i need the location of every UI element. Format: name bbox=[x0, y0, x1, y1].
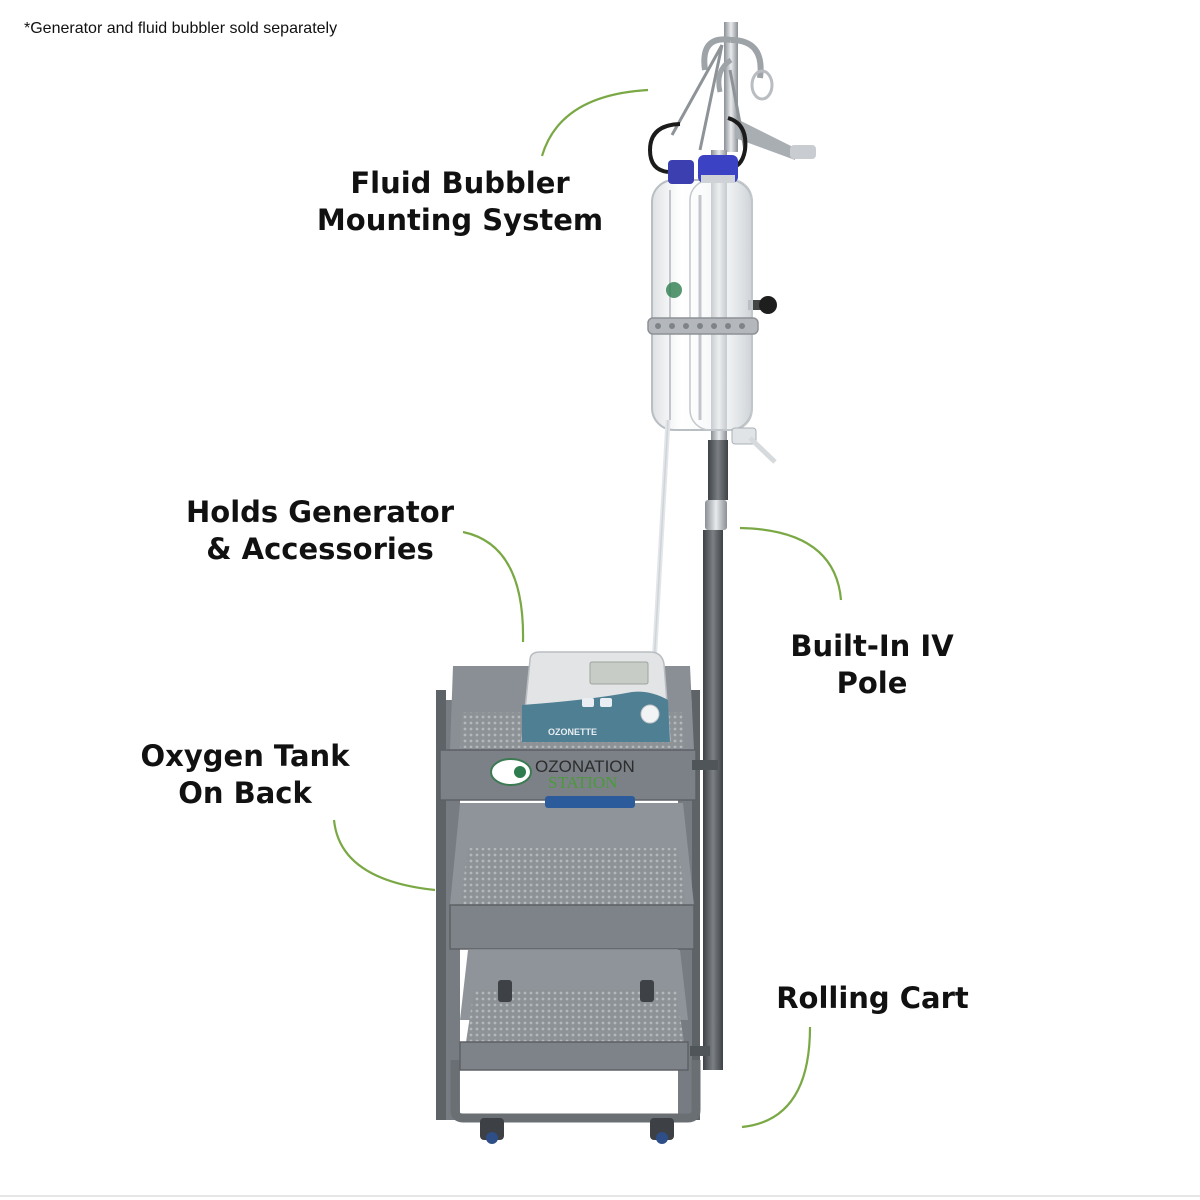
curve-pole bbox=[739, 526, 843, 601]
label-oxygen-tank: Oxygen Tank On Back bbox=[130, 738, 360, 812]
curve-bubbler bbox=[540, 88, 649, 157]
cart-sign-top: OZONATION bbox=[535, 757, 635, 776]
cart-sign-bottom: STATION bbox=[548, 773, 617, 792]
label-iv-pole: Built-In IV Pole bbox=[772, 628, 972, 702]
fluid-bubbler bbox=[647, 155, 777, 464]
generator-name: OZONETTE bbox=[548, 727, 597, 737]
label-rolling-cart: Rolling Cart bbox=[770, 980, 975, 1017]
label-oxygen-tank-line2: On Back bbox=[178, 776, 312, 810]
label-fluid-bubbler-line2: Mounting System bbox=[316, 203, 604, 237]
label-iv-pole-line1: Built-In IV bbox=[790, 629, 954, 663]
label-rolling-cart-line1: Rolling Cart bbox=[776, 981, 969, 1015]
label-iv-pole-line2: Pole bbox=[836, 666, 908, 700]
curve-generator bbox=[462, 530, 525, 643]
label-fluid-bubbler: Fluid Bubbler Mounting System bbox=[315, 165, 605, 239]
ozone-generator: OZONETTE bbox=[521, 651, 671, 742]
bottom-divider bbox=[0, 1195, 1200, 1197]
disclaimer-note: *Generator and fluid bubbler sold separa… bbox=[24, 20, 338, 37]
label-oxygen-tank-line1: Oxygen Tank bbox=[140, 739, 350, 773]
label-holds-generator-line1: Holds Generator bbox=[186, 495, 454, 529]
cart-sign: OZONATION STATION bbox=[490, 757, 635, 792]
label-holds-generator-line2: & Accessories bbox=[206, 532, 434, 566]
label-fluid-bubbler-line1: Fluid Bubbler bbox=[350, 166, 570, 200]
cart-wheels bbox=[480, 1118, 674, 1144]
label-holds-generator: Holds Generator & Accessories bbox=[180, 494, 460, 568]
bubbler-chains bbox=[647, 44, 748, 174]
curve-oxygen bbox=[332, 819, 436, 892]
curve-cart bbox=[741, 1026, 812, 1129]
